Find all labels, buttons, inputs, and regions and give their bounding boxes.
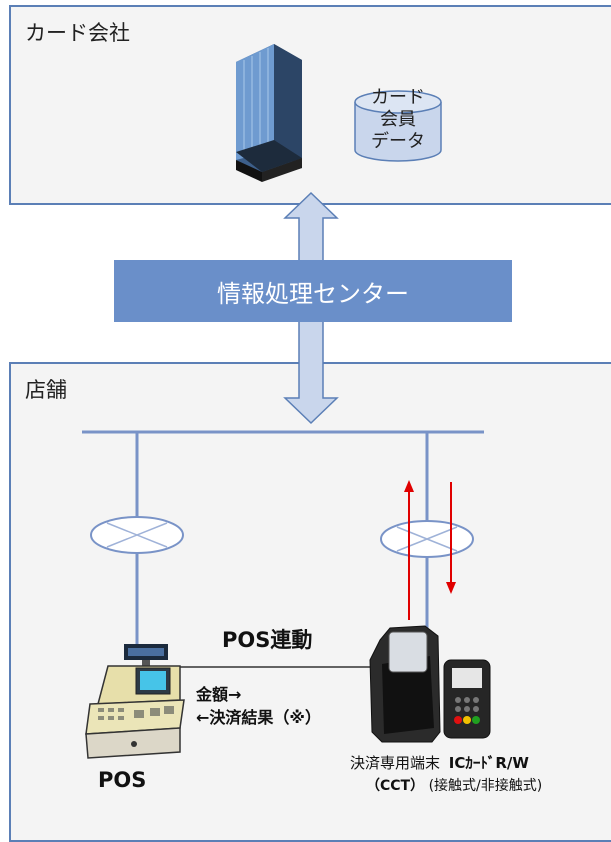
office-building-icon: [236, 44, 302, 182]
card-company-zone: カード会社: [9, 5, 611, 205]
cct-label: （CCT）: [366, 778, 425, 794]
result-flow-label: ←決済結果（※）: [196, 708, 321, 727]
db-line-2: 会員: [380, 109, 416, 130]
router-icon-left: [90, 516, 184, 554]
router-icon-right: [380, 520, 474, 558]
member-database-label: カード 会員 データ: [356, 87, 440, 153]
db-line-1: カード: [371, 87, 425, 108]
terminal-label-line2: （CCT） (接触式/非接触式): [366, 775, 542, 795]
info-processing-center-box: 情報処理センター: [114, 260, 512, 322]
db-line-3: データ: [371, 131, 425, 152]
terminal-name: 決済専用端末: [350, 754, 441, 772]
pos-label: POS: [98, 768, 147, 792]
red-flow-arrows: [404, 480, 456, 620]
payment-terminal-icon: [369, 625, 491, 743]
pos-link-label: POS連動: [222, 628, 313, 652]
card-company-title: カード会社: [25, 21, 130, 45]
arrow-company-center: [283, 191, 339, 263]
store-title: 店舗: [25, 378, 67, 402]
ic-card-rw-label: ICｶｰﾄﾞR/W: [448, 754, 529, 772]
amount-flow-label: 金額→: [196, 685, 242, 704]
pos-register-icon: [85, 644, 185, 759]
contact-type-label: (接触式/非接触式): [428, 778, 543, 794]
terminal-label-line1: 決済専用端末 ICｶｰﾄﾞR/W: [350, 752, 529, 773]
arrow-center-store: [283, 319, 339, 425]
database-icon: [354, 90, 442, 162]
info-processing-center-label: 情報処理センター: [217, 279, 409, 308]
